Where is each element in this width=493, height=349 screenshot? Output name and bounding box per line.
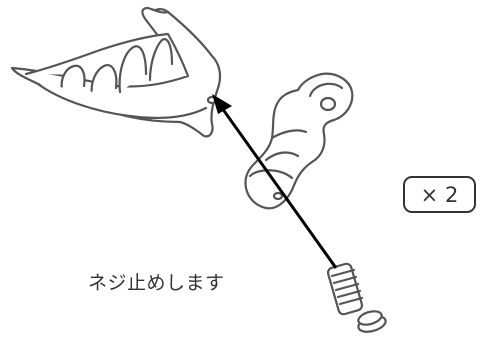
quantity-badge: × 2 (403, 176, 476, 213)
instruction-text: ネジ止めします (88, 268, 225, 295)
arrow-head-icon (212, 94, 232, 114)
clamp-body (245, 74, 352, 209)
bracket-part (12, 8, 220, 136)
clamp-top-hole (321, 98, 335, 110)
screw-part (327, 263, 388, 335)
clamp-bottom-hole (274, 193, 282, 199)
clamp-part (245, 74, 352, 209)
screw-shaft (327, 263, 363, 316)
